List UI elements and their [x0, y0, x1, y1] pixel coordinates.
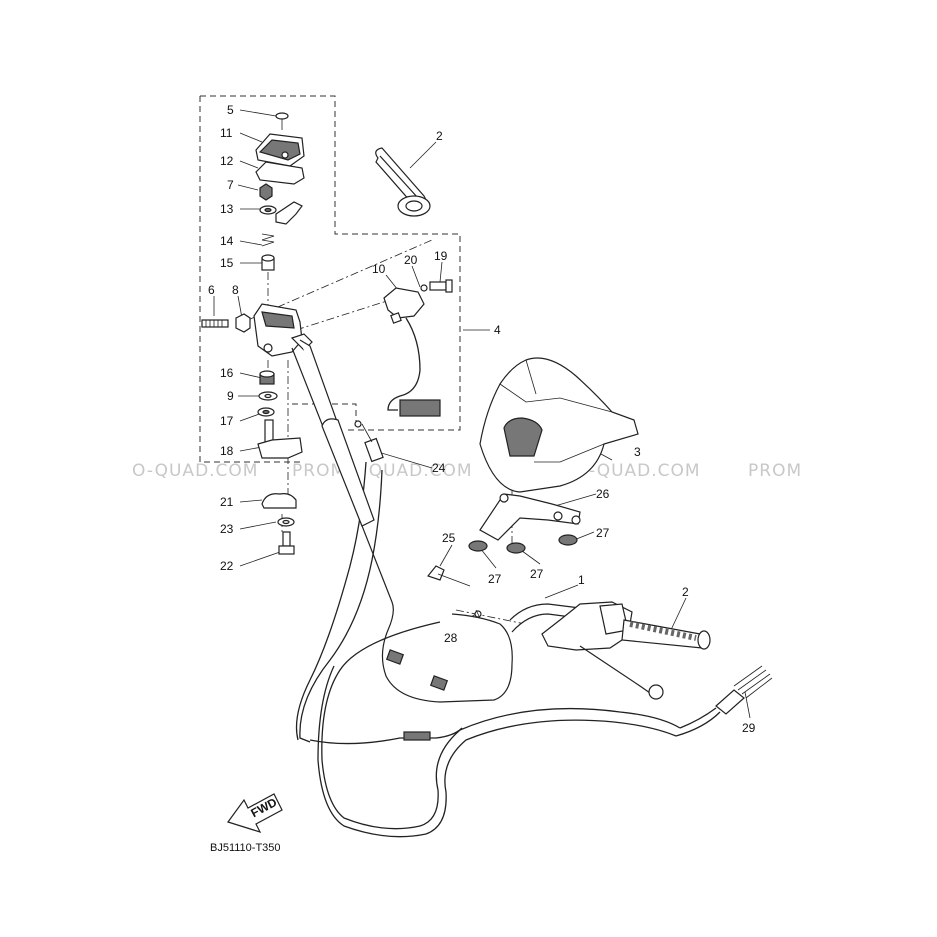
handlebar-icon: [291, 339, 613, 703]
washer-13-icon: [259, 205, 277, 215]
throttle-lever-assembly: [383, 279, 453, 417]
lever-13-icon: [275, 201, 303, 225]
grommet-27-icon: [468, 534, 578, 554]
pin-18-icon: [257, 419, 303, 459]
diagram-code: BJ51110-T350: [210, 842, 281, 854]
callout-2-upper: 2: [436, 129, 443, 143]
callout-8: 8: [232, 283, 239, 297]
callout-25: 25: [442, 531, 456, 545]
clip-28-icon: [474, 609, 482, 619]
callout-3: 3: [634, 445, 641, 459]
callout-14: 14: [220, 234, 234, 248]
cable-guide-25-icon: [426, 565, 471, 587]
callout-7: 7: [227, 178, 234, 192]
cover-11-icon: [255, 133, 305, 167]
throttle-group-outline: [200, 95, 461, 431]
bolt-22-icon: [278, 531, 295, 555]
callout-13: 13: [220, 202, 234, 216]
callout-11: 11: [220, 126, 233, 140]
watermark-row: O-QUAD.COM PROMO-QUAD.COM PROMO-QUAD.COM…: [132, 461, 802, 481]
callout-27-middle: 27: [530, 567, 544, 581]
callout-23: 23: [220, 522, 234, 536]
watermark-text: O-QUAD.COM: [132, 461, 258, 481]
throttle-housing-parts: [201, 112, 313, 555]
washer-17-icon: [257, 407, 275, 417]
fwd-arrow-icon: FWD: [227, 793, 283, 833]
collar-16-icon: [259, 370, 275, 385]
callout-9: 9: [227, 389, 234, 403]
screw-5-icon: [275, 112, 289, 130]
callout-2-lower: 2: [682, 585, 689, 599]
callout-16: 16: [220, 366, 234, 380]
callout-20: 20: [404, 253, 418, 267]
throttle-housing-icon: [253, 303, 313, 357]
grip-lower-icon: [621, 619, 711, 650]
bolt-19-icon: [429, 279, 453, 293]
throttle-group-outline-left: [199, 96, 300, 463]
callout-12: 12: [220, 154, 234, 168]
bolt-6-icon: [201, 319, 229, 328]
callout-18: 18: [220, 444, 234, 458]
callout-28: 28: [444, 631, 458, 645]
callout-17: 17: [220, 414, 234, 428]
grip-upper-icon: [375, 147, 431, 217]
callout-1: 1: [578, 573, 585, 587]
leader-lines: [213, 109, 751, 719]
screw-20-icon: [420, 284, 428, 292]
callout-22: 22: [220, 559, 234, 573]
headlight-cowl-icon: [479, 357, 639, 493]
callout-27-left: 27: [488, 572, 502, 586]
lever-10-icon: [383, 287, 425, 319]
clamp-21-icon: [261, 493, 297, 509]
callout-labels: 5 11 12 7 13 14 15 6 8 16 9 17 18 21 23 …: [208, 103, 756, 735]
callout-21: 21: [220, 495, 234, 509]
right-switch-assembly: [541, 601, 664, 700]
collar-15-icon: [261, 254, 275, 271]
gasket-12-icon: [255, 161, 305, 185]
watermark-text: PROM: [748, 461, 802, 481]
callout-15: 15: [220, 256, 234, 270]
bracket-26-icon: [479, 493, 581, 541]
washer-9-icon: [258, 391, 278, 401]
callout-6: 6: [208, 283, 215, 297]
cable-end-24-icon: [354, 420, 384, 463]
throttle-tube-icon: [321, 418, 375, 527]
nut-8-icon: [235, 313, 251, 333]
nut-7-icon: [259, 183, 273, 201]
callout-29: 29: [742, 721, 756, 735]
callout-26: 26: [596, 487, 610, 501]
spring-14-icon: [261, 233, 275, 247]
spring-29-icon: [715, 665, 773, 715]
washer-23-icon: [277, 517, 295, 527]
callout-27-right: 27: [596, 526, 610, 540]
callout-19: 19: [434, 249, 448, 263]
callout-4: 4: [494, 323, 501, 337]
callout-10: 10: [372, 262, 386, 276]
callout-24: 24: [432, 461, 446, 475]
callout-5: 5: [227, 103, 234, 117]
